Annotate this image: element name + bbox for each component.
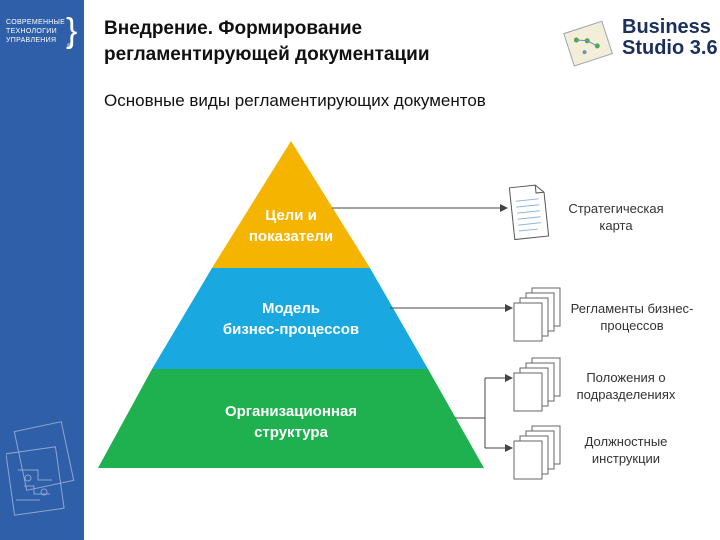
company-logo: СОВРЕМЕННЫЕ ТЕХНОЛОГИИ УПРАВЛЕНИЯ: [6, 18, 78, 45]
slide-subtitle: Основные виды регламентирующих документо…: [104, 91, 486, 110]
brand-line-1: Business: [622, 16, 711, 38]
department-regulations-documents-icon: [513, 357, 561, 412]
strategy-map-line-1: Стратегическая: [568, 201, 664, 216]
arrowhead-top: [500, 204, 508, 212]
middle-label-line-2: бизнес-процессов: [222, 321, 360, 338]
regulations-documents-icon: [513, 287, 561, 342]
brand-name: Business Studio 3.6: [622, 17, 718, 59]
arrowhead-middle: [505, 304, 513, 312]
regulations-label: Регламенты бизнес- процессов: [562, 300, 702, 334]
strategy-map-line-2: карта: [599, 218, 633, 233]
logo-line-2: ТЕХНОЛОГИИ: [6, 28, 57, 35]
sidebar-documents-illustration: [6, 421, 75, 516]
middle-label-line-1: Модель: [261, 300, 321, 317]
pyramid-bottom-label: Организационная структура: [160, 401, 422, 443]
logo-line-3: УПРАВЛЕНИЯ: [6, 37, 57, 44]
title-line-2: регламентирующей документации: [104, 44, 430, 65]
arrowhead-upper: [505, 374, 513, 382]
regulations-line-1: Регламенты бизнес-: [570, 301, 694, 316]
bottom-label-line-2: структура: [254, 424, 328, 441]
department-line-1: Положения о: [586, 370, 666, 385]
brand-line-2: Studio 3.6: [622, 37, 718, 59]
pyramid-level-bottom: [98, 369, 484, 468]
top-label-line-1: Цели и: [265, 207, 317, 224]
regulations-line-2: процессов: [600, 318, 664, 333]
business-studio-logo-icon: [563, 20, 614, 67]
arrowhead-lower: [505, 444, 513, 452]
page-title: Внедрение. Формирование регламентирующей…: [104, 16, 524, 68]
job-descriptions-documents-icon: [513, 425, 561, 480]
top-label-line-2: показатели: [248, 228, 334, 245]
sidebar: СОВРЕМЕННЫЕ ТЕХНОЛОГИИ УПРАВЛЕНИЯ } ®: [0, 0, 84, 540]
bottom-label-line-1: Организационная: [224, 403, 358, 420]
pyramid-level-middle: [152, 268, 428, 369]
job-descriptions-line-2: инструкции: [591, 451, 661, 466]
registered-mark: ®: [67, 44, 72, 50]
strategy-map-document-icon: [508, 184, 550, 241]
pyramid-top-label: Цели и показатели: [222, 205, 360, 247]
department-line-2: подразделениях: [576, 387, 676, 402]
strategy-map-label: Стратегическая карта: [556, 200, 676, 234]
department-regulations-label: Положения о подразделениях: [566, 369, 686, 403]
pyramid-level-top: [212, 141, 370, 268]
pyramid-middle-label: Модель бизнес-процессов: [180, 298, 402, 340]
job-descriptions-line-1: Должностные: [584, 434, 668, 449]
title-line-1: Внедрение. Формирование: [104, 18, 363, 39]
logo-line-1: СОВРЕМЕННЫЕ: [6, 19, 66, 26]
job-descriptions-label: Должностные инструкции: [566, 433, 686, 467]
logo-brace: }: [66, 12, 78, 50]
